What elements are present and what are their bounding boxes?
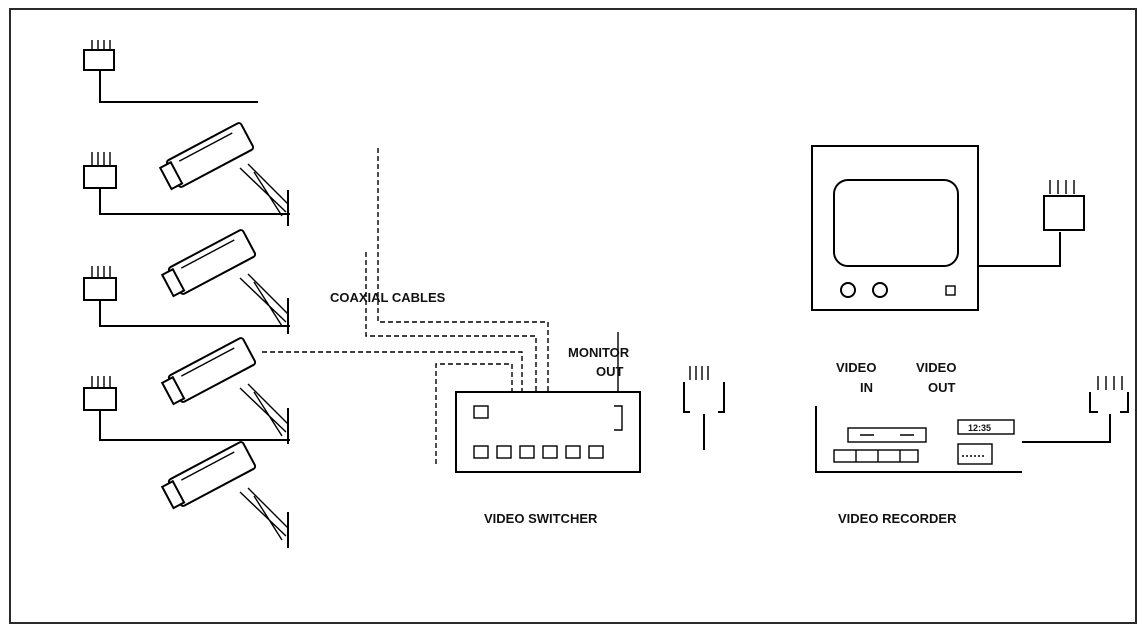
plug-4 — [83, 376, 290, 441]
monitor-out-label-line1: MONITOR — [568, 345, 630, 360]
camera-1 — [158, 122, 289, 226]
monitor-out-label-line2: OUT — [596, 364, 624, 379]
switcher-plug — [683, 366, 725, 450]
camera-4 — [160, 441, 289, 548]
recorder-display: 12:35 — [968, 423, 991, 433]
video-out-label-line1: VIDEO — [916, 360, 956, 375]
camera-2 — [160, 229, 289, 334]
vcr — [815, 376, 1129, 473]
video-out-label-line2: OUT — [928, 380, 956, 395]
plug-2 — [83, 152, 290, 215]
camera-3 — [160, 337, 289, 444]
plug-1 — [83, 40, 258, 103]
coaxial-cables-label: COAXIAL CABLES — [330, 290, 446, 305]
coaxial-cables — [262, 148, 549, 464]
crt-monitor — [811, 145, 1085, 311]
plug-3 — [83, 266, 290, 327]
video-switcher-label: VIDEO SWITCHER — [484, 511, 598, 526]
video-switcher — [455, 332, 641, 473]
diagram-frame — [9, 8, 1137, 624]
video-in-label-line2: IN — [860, 380, 873, 395]
video-recorder-label: VIDEO RECORDER — [838, 511, 957, 526]
video-in-label-line1: VIDEO — [836, 360, 876, 375]
